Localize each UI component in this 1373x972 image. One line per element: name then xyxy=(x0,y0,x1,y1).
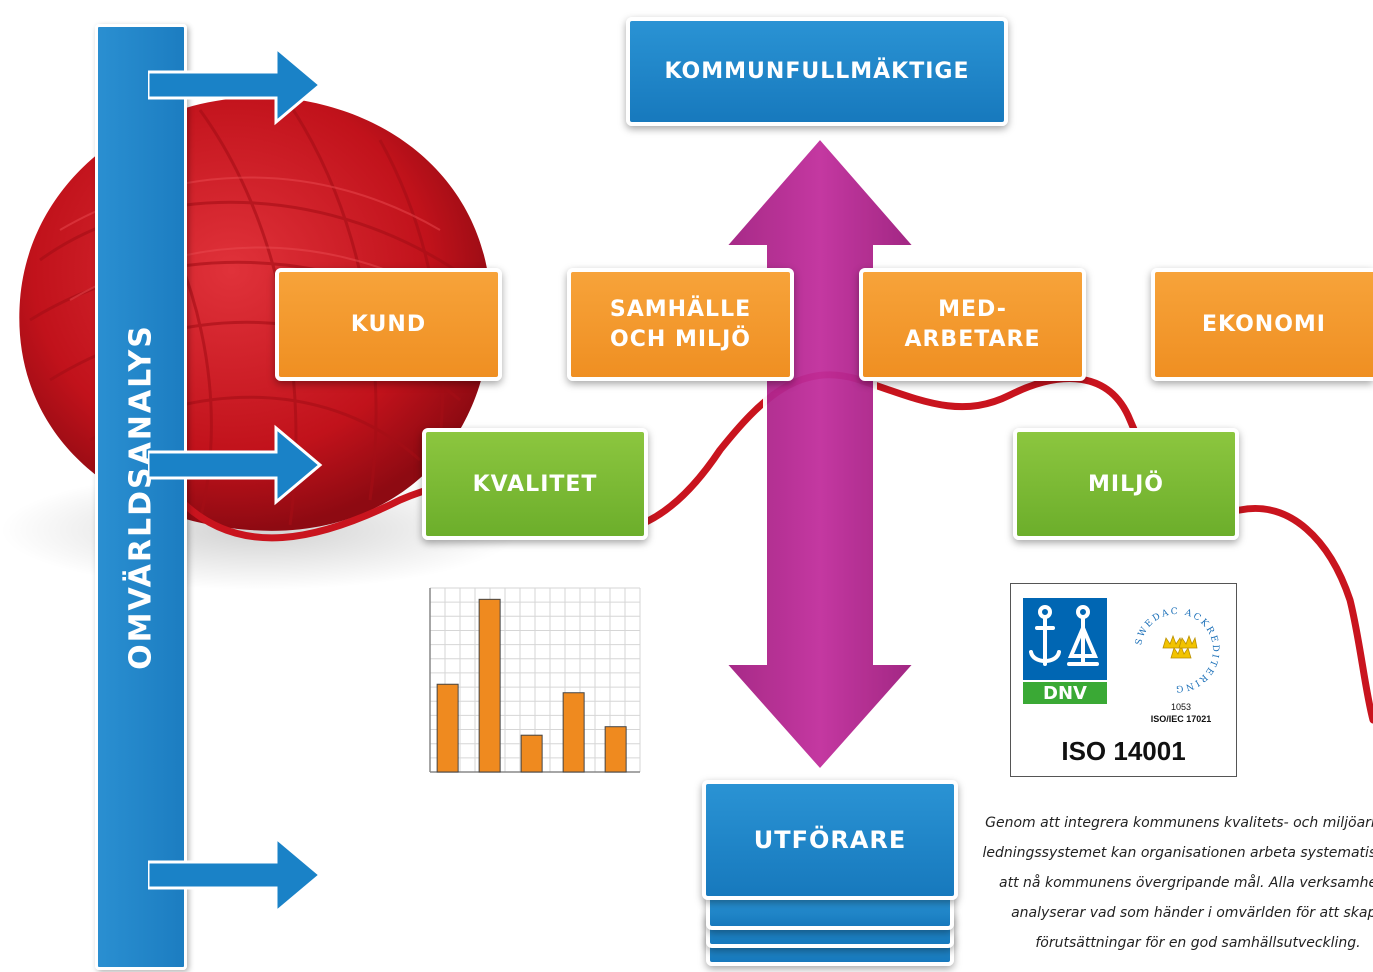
perspective-label: SAMHÄLLE OCH MILJÖ xyxy=(609,296,752,352)
description-paragraph: Genom att integrera kommunens kvalitets-… xyxy=(982,815,1373,951)
bar-chart xyxy=(429,587,641,773)
perspective-label: EKONOMI xyxy=(1202,312,1326,337)
utforare-stack: UTFÖRARE xyxy=(702,780,958,970)
dnv-logo: DNV xyxy=(1023,598,1107,704)
accreditation-number: 1053 xyxy=(1170,702,1192,712)
scales-icon xyxy=(1067,605,1099,666)
utforare-box: UTFÖRARE xyxy=(702,780,958,900)
omvarldsanalys-bar: OMVÄRLDSANALYS xyxy=(95,24,187,970)
perspective-medarbetare: MED-ARBETARE xyxy=(859,268,1086,381)
perspective-kund: KUND xyxy=(275,268,502,381)
kommunfullmaktige-label: KOMMUNFULLMÄKTIGE xyxy=(664,59,970,84)
perspective-samhalle: SAMHÄLLE OCH MILJÖ xyxy=(567,268,794,381)
utforare-label: UTFÖRARE xyxy=(753,826,907,854)
seal-text: SWEDAC ACKREDITERING xyxy=(1134,607,1218,693)
chart-bar xyxy=(478,598,501,773)
swedac-seal: SWEDAC ACKREDITERING xyxy=(1134,607,1220,693)
svg-text:SWEDAC ACKREDITERING: SWEDAC ACKREDITERING xyxy=(1134,607,1220,693)
accreditation-standard: ISO/IEC 17021 xyxy=(1150,714,1212,724)
chart-bar xyxy=(520,734,543,773)
arrow-middle xyxy=(148,424,323,506)
chart-bar xyxy=(604,726,627,773)
system-label: KVALITET xyxy=(472,471,598,497)
arrow-bottom xyxy=(148,834,323,916)
perspective-label: MED-ARBETARE xyxy=(904,296,1041,352)
arrow-right-icon xyxy=(148,424,323,506)
double-arrow-icon xyxy=(720,135,920,775)
crowns-icon xyxy=(1162,634,1198,659)
chart-bar xyxy=(562,692,585,773)
arrow-top xyxy=(148,44,323,126)
iso-certificate: DNV SWEDAC ACKREDITERING 1053 ISO/IEC 17… xyxy=(1010,583,1237,777)
arrow-right-icon xyxy=(148,834,323,916)
dnv-text: DNV xyxy=(1043,683,1087,704)
perspective-ekonomi: EKONOMI xyxy=(1151,268,1373,381)
stack-layer xyxy=(706,894,954,930)
chart-bar xyxy=(436,683,459,773)
double-arrow xyxy=(720,135,920,775)
arrow-right-icon xyxy=(148,44,323,126)
perspective-label: KUND xyxy=(350,312,427,337)
system-miljo: MILJÖ xyxy=(1013,428,1239,540)
chart-bars xyxy=(436,598,627,773)
kommunfullmaktige-box: KOMMUNFULLMÄKTIGE xyxy=(626,17,1008,126)
system-kvalitet: KVALITET xyxy=(422,428,648,540)
system-label: MILJÖ xyxy=(1088,471,1164,497)
anchor-icon xyxy=(1029,605,1061,666)
iso-standard: ISO 14001 xyxy=(1061,736,1186,766)
description-text: Genom att integrera kommunens kvalitets-… xyxy=(978,808,1373,972)
